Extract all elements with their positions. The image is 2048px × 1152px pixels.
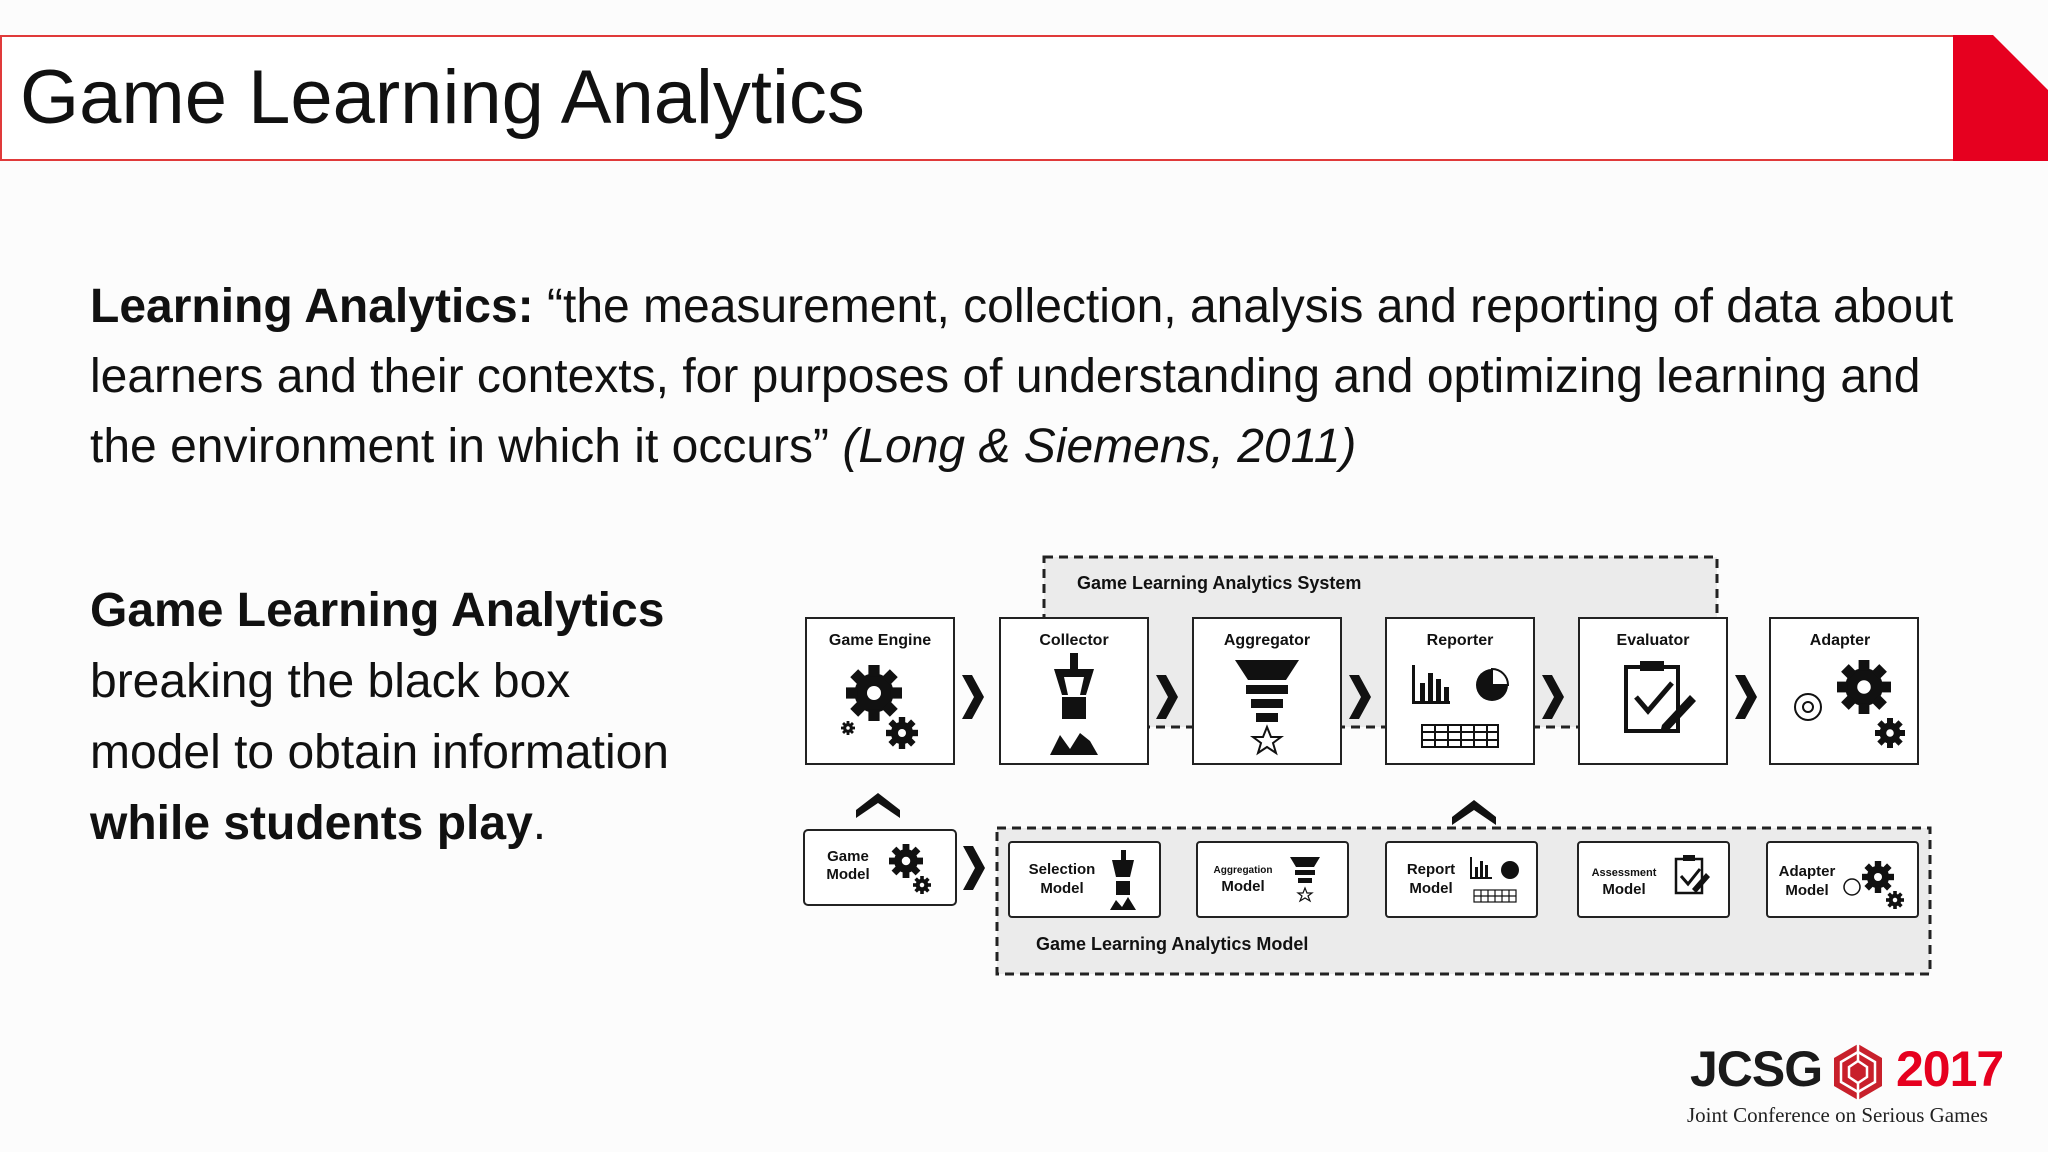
gear-icon [841, 721, 855, 735]
box-aggregation-model: Aggregation Model [1196, 841, 1349, 918]
box-assessment-model-label-1: Assessment [1592, 867, 1657, 879]
box-adapter-model-label-1: Adapter [1779, 863, 1836, 880]
gla-line-2: model to obtain information [90, 726, 669, 779]
pie-chart-icon [1501, 861, 1519, 879]
definition-term: Learning Analytics: [90, 280, 534, 333]
clipboard-check-icon [1674, 855, 1710, 895]
box-game-engine-label: Game Engine [829, 632, 931, 649]
jcsg-logo: JCSG 2017 [1690, 1041, 2004, 1100]
bar-chart-icon [1412, 665, 1450, 704]
bar-chart-icon [1470, 857, 1492, 879]
gear-outline-icon [1843, 878, 1861, 896]
box-report-model: Report Model [1385, 841, 1538, 918]
box-adapter-label: Adapter [1810, 632, 1870, 649]
gla-diagram: Game Learning Analytics System Game Engi… [803, 555, 1932, 976]
chevron-up-icon [856, 793, 900, 818]
box-assessment-model-label-2: Model [1602, 881, 1645, 898]
jcsg-caption: Joint Conference on Serious Games [1687, 1103, 1988, 1127]
box-selection-model-label-1: Selection [1029, 861, 1096, 878]
box-adapter-model-label-2: Model [1785, 882, 1828, 899]
table-icon [1473, 889, 1517, 903]
chevron-right-icon [963, 846, 985, 890]
box-game-model-label-2: Model [826, 866, 869, 883]
box-selection-model: Selection Model [1008, 841, 1161, 918]
chevron-up-icon [1452, 800, 1496, 825]
slide-title: Game Learning Analytics [20, 55, 865, 140]
gla-paragraph: Game Learning Analytics breaking the bla… [90, 575, 790, 859]
funnel-icon [1235, 660, 1299, 756]
gear-icon [889, 844, 923, 878]
box-aggregator: Aggregator [1192, 617, 1342, 765]
chevron-right-icon [1735, 675, 1757, 719]
box-reporter-label: Reporter [1427, 632, 1494, 649]
box-aggregator-label: Aggregator [1224, 632, 1310, 649]
gla-emphasis: while students play [90, 797, 533, 850]
box-collector: Collector [999, 617, 1149, 765]
box-adapter: Adapter [1769, 617, 1919, 765]
clipboard-check-icon [1624, 661, 1696, 733]
definition-quote: “the measurement, collection, analysis a… [90, 280, 1954, 473]
box-game-model-label-1: Game [827, 848, 869, 865]
box-reporter: Reporter [1385, 617, 1535, 765]
box-game-model: Game Model [803, 829, 957, 906]
box-collector-label: Collector [1039, 632, 1108, 649]
gear-icon [846, 665, 902, 721]
gla-period: . [532, 797, 547, 850]
box-aggregation-model-label-2: Model [1221, 878, 1264, 895]
claw-icon [1050, 653, 1098, 755]
title-bar [0, 35, 1955, 161]
definition-citation: (Long & Siemens, 2011) [842, 420, 1357, 473]
gear-icon [1886, 891, 1904, 909]
gla-line-1: breaking the black box [90, 655, 571, 708]
gear-icon [1837, 660, 1891, 714]
gear-icon [913, 876, 931, 894]
table-icon [1421, 724, 1499, 748]
box-evaluator-label: Evaluator [1617, 632, 1690, 649]
box-aggregation-model-label-1: Aggregation [1214, 865, 1273, 876]
pie-chart-icon [1476, 667, 1510, 701]
model-label: Game Learning Analytics Model [1036, 934, 1308, 954]
box-adapter-model: Adapter Model [1766, 841, 1919, 918]
box-report-model-label-2: Model [1409, 880, 1452, 897]
claw-icon [1110, 850, 1136, 910]
gear-outline-icon [1794, 693, 1822, 721]
box-report-model-label-1: Report [1407, 861, 1455, 878]
box-game-engine: Game Engine [805, 617, 955, 765]
red-corner-accent [1953, 35, 2048, 161]
chevron-right-icon [962, 675, 984, 719]
gear-icon [886, 717, 918, 749]
definition-paragraph: Learning Analytics: “the measurement, co… [90, 272, 1970, 482]
gear-icon [1862, 861, 1894, 893]
maze-emblem-icon [1834, 1044, 1882, 1100]
gla-heading: Game Learning Analytics [90, 584, 665, 637]
box-assessment-model: Assessment Model [1577, 841, 1730, 918]
box-evaluator: Evaluator [1578, 617, 1728, 765]
jcsg-year-text: 2017 [1896, 1041, 2003, 1097]
gear-icon [1875, 718, 1905, 748]
jcsg-logo-text: JCSG [1690, 1041, 1822, 1097]
funnel-icon [1290, 857, 1320, 903]
system-label: Game Learning Analytics System [1077, 573, 1361, 593]
box-selection-model-label-2: Model [1040, 880, 1083, 897]
